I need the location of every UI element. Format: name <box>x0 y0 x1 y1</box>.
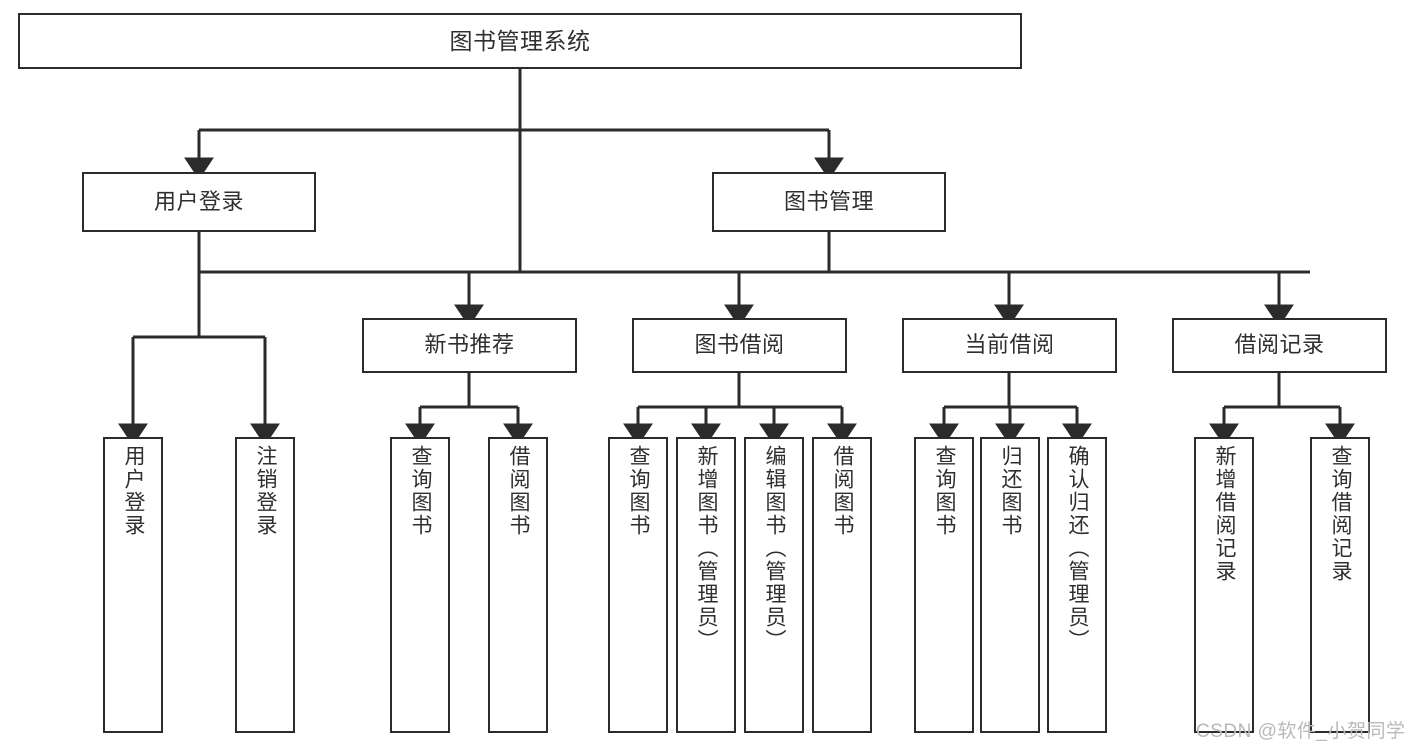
node-label: 注销登录 <box>254 445 278 537</box>
leaf-add-borrow-record[interactable]: 新增借阅记录 <box>1194 437 1254 733</box>
node-root-system[interactable]: 图书管理系统 <box>18 13 1022 69</box>
node-label: 图书管理系统 <box>449 27 591 54</box>
node-label: 确认归还（管理员） <box>1066 445 1090 652</box>
node-label: 查询借阅记录 <box>1329 445 1353 583</box>
node-label: 借阅图书 <box>831 445 855 537</box>
leaf-borrow-book-recommend[interactable]: 借阅图书 <box>488 437 548 733</box>
leaf-user-login[interactable]: 用户登录 <box>103 437 163 733</box>
node-label: 查询图书 <box>933 445 957 537</box>
leaf-confirm-return[interactable]: 确认归还（管理员） <box>1047 437 1107 733</box>
leaf-query-book-recommend[interactable]: 查询图书 <box>390 437 450 733</box>
node-user-login[interactable]: 用户登录 <box>82 172 316 232</box>
leaf-query-book-borrow[interactable]: 查询图书 <box>608 437 668 733</box>
node-label: 用户登录 <box>153 188 244 214</box>
leaf-add-book[interactable]: 新增图书（管理员） <box>676 437 736 733</box>
node-label: 借阅图书 <box>507 445 531 537</box>
node-label: 图书管理 <box>783 188 874 214</box>
node-label: 新增借阅记录 <box>1213 445 1237 583</box>
node-label: 编辑图书（管理员） <box>763 445 787 652</box>
leaf-edit-book[interactable]: 编辑图书（管理员） <box>744 437 804 733</box>
node-label: 归还图书 <box>999 445 1023 537</box>
leaf-return-book[interactable]: 归还图书 <box>980 437 1040 733</box>
leaf-query-borrow-record[interactable]: 查询借阅记录 <box>1310 437 1370 733</box>
node-current-borrow[interactable]: 当前借阅 <box>902 318 1117 373</box>
node-label: 当前借阅 <box>964 332 1055 358</box>
node-new-book-recommend[interactable]: 新书推荐 <box>362 318 577 373</box>
node-label: 查询图书 <box>627 445 651 537</box>
leaf-query-book-current[interactable]: 查询图书 <box>914 437 974 733</box>
node-book-borrow[interactable]: 图书借阅 <box>632 318 847 373</box>
node-label: 新书推荐 <box>424 332 515 358</box>
node-label: 新增图书（管理员） <box>695 445 719 652</box>
node-label: 借阅记录 <box>1234 332 1325 358</box>
leaf-logout-login[interactable]: 注销登录 <box>235 437 295 733</box>
node-borrow-record[interactable]: 借阅记录 <box>1172 318 1387 373</box>
csdn-watermark: CSDN @软件_小贺同学 <box>1196 721 1405 742</box>
node-label: 查询图书 <box>409 445 433 537</box>
node-book-management[interactable]: 图书管理 <box>712 172 946 232</box>
node-label: 用户登录 <box>122 445 146 537</box>
leaf-borrow-book[interactable]: 借阅图书 <box>812 437 872 733</box>
node-label: 图书借阅 <box>694 332 785 358</box>
